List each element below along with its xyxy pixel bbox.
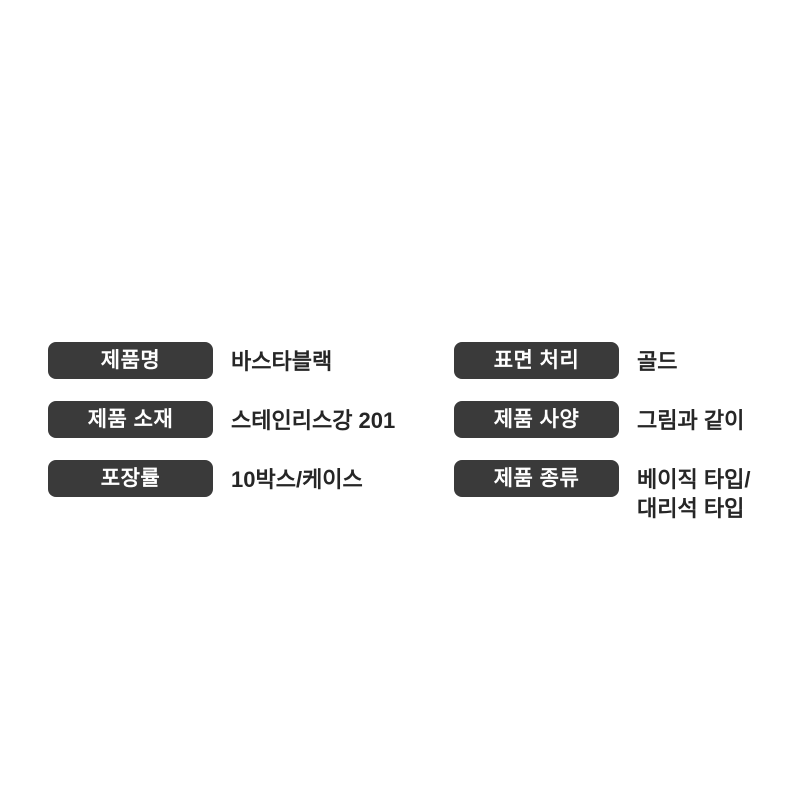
spec-label-text: 표면 처리: [493, 349, 580, 372]
spec-value-text: 바스타블랙: [231, 349, 333, 374]
spec-label-badge: 제품 종류: [454, 460, 619, 497]
spec-value-text: 스테인리스강 201: [231, 408, 396, 433]
spec-table: 제품명 바스타블랙 표면 처리 골드 제품 소재 스테인리스강 201 제품: [48, 342, 778, 523]
spec-label-badge: 표면 처리: [454, 342, 619, 379]
spec-cell-left: 포장률 10박스/케이스: [48, 460, 454, 497]
spec-row: 포장률 10박스/케이스 제품 종류 베이직 타입/ 대리석 타입: [48, 460, 778, 523]
spec-cell-right: 제품 종류 베이직 타입/ 대리석 타입: [454, 460, 778, 523]
spec-row: 제품 소재 스테인리스강 201 제품 사양 그림과 같이: [48, 401, 778, 438]
spec-label-badge: 포장률: [48, 460, 213, 497]
spec-value-text: 10박스/케이스: [231, 467, 363, 492]
spec-label-text: 제품 사양: [493, 408, 580, 431]
spec-label-text: 포장률: [100, 467, 161, 490]
spec-cell-left: 제품 소재 스테인리스강 201: [48, 401, 454, 438]
spec-cell-right: 표면 처리 골드: [454, 342, 778, 379]
spec-label-badge: 제품 소재: [48, 401, 213, 438]
spec-row: 제품명 바스타블랙 표면 처리 골드: [48, 342, 778, 379]
spec-label-badge: 제품 사양: [454, 401, 619, 438]
spec-label-badge: 제품명: [48, 342, 213, 379]
spec-label-text: 제품명: [100, 349, 161, 372]
spec-label-text: 제품 종류: [493, 467, 580, 490]
spec-value-text: 그림과 같이: [637, 408, 745, 433]
spec-cell-left: 제품명 바스타블랙: [48, 342, 454, 379]
spec-value-text: 베이직 타입/ 대리석 타입: [637, 467, 751, 522]
spec-cell-right: 제품 사양 그림과 같이: [454, 401, 778, 438]
spec-label-text: 제품 소재: [87, 408, 174, 431]
spec-value-text: 골드: [637, 349, 678, 374]
